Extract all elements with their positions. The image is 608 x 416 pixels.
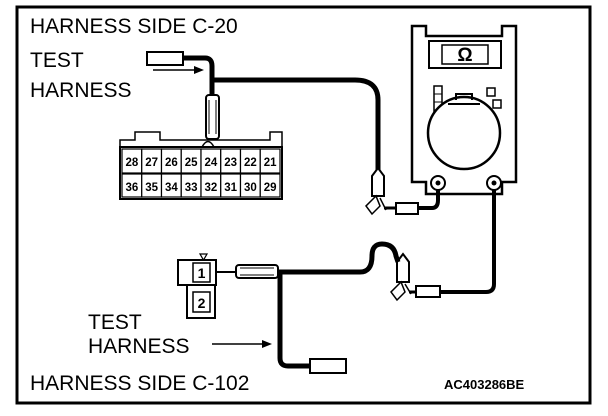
c20-pin-24: 24 — [204, 157, 217, 169]
connector-c20-housing — [119, 131, 283, 148]
c102-pin-1: 1 — [198, 265, 206, 281]
figure-code: AC403286BE — [444, 377, 525, 392]
c102-pin-2: 2 — [198, 295, 206, 311]
selector-dial — [426, 95, 502, 171]
lower-clip-plug — [415, 285, 441, 298]
top-test-probe — [146, 51, 220, 153]
test-harness-top-line2: HARNESS — [30, 79, 132, 102]
c20-pin-33: 33 — [185, 182, 198, 194]
c20-pin-36: 36 — [125, 182, 138, 194]
c20-pin-21: 21 — [264, 157, 277, 169]
c20-pin-32: 32 — [204, 182, 217, 194]
c20-pin-26: 26 — [165, 157, 178, 169]
connector-c102: 1 2 — [177, 253, 217, 319]
c20-pin-cell — [259, 173, 281, 198]
c20-pin-25: 25 — [185, 157, 198, 169]
bottom-probe-drop-wire — [277, 272, 310, 369]
c102-pin1-marker — [198, 253, 209, 262]
bottom-test-probe — [216, 241, 401, 374]
diagram-frame — [15, 5, 592, 405]
bottom-harness-wire — [278, 241, 401, 275]
c20-pin-cell — [259, 148, 281, 174]
meter-right-lead — [440, 190, 496, 294]
c20-pin-30: 30 — [244, 182, 257, 194]
range-mark-right-lower — [492, 99, 502, 109]
bottom-test-harness-arrow — [212, 340, 272, 348]
upper-alligator-clip — [365, 166, 440, 216]
connector-c20-top-row: 28 27 26 25 24 23 22 21 — [121, 148, 281, 174]
test-harness-bottom-line2: HARNESS — [88, 335, 190, 358]
connector-c20-latch — [201, 140, 215, 148]
test-harness-bottom-line1: TEST — [88, 311, 142, 334]
c20-pin-31: 31 — [224, 182, 237, 194]
upper-clip-plug — [395, 202, 419, 215]
c20-pin-22: 22 — [244, 157, 257, 169]
top-probe-plug — [146, 51, 184, 66]
c20-pin-23: 23 — [224, 157, 237, 169]
harness-side-c102-label: HARNESS SIDE C-102 — [30, 372, 249, 395]
ohm-symbol: Ω — [457, 45, 472, 66]
bottom-probe-plug — [309, 358, 347, 374]
c20-pin-27: 27 — [145, 157, 158, 169]
top-harness-wire — [212, 77, 381, 175]
range-mark-right-upper — [486, 87, 496, 97]
connector-c20-bottom-row: 36 35 34 33 32 31 30 29 — [121, 173, 281, 198]
c20-pin-35: 35 — [145, 182, 158, 194]
test-harness-top-line1: TEST — [30, 49, 84, 72]
meter-left-lead — [418, 190, 440, 210]
harness-side-c20-label: HARNESS SIDE C-20 — [30, 15, 238, 38]
connector-c20: 28 27 26 25 24 23 22 21 36 35 34 33 32 31 30 29 — [119, 131, 283, 200]
multimeter: Ω — [410, 24, 518, 196]
top-test-harness-arrow — [153, 66, 204, 74]
top-probe-handle — [205, 94, 220, 140]
c20-pin-28: 28 — [125, 157, 138, 169]
bottom-probe-handle — [235, 264, 279, 279]
c20-pin-29: 29 — [264, 182, 277, 194]
c20-pin-34: 34 — [165, 182, 178, 194]
top-probe-vertical-wire — [204, 55, 215, 95]
